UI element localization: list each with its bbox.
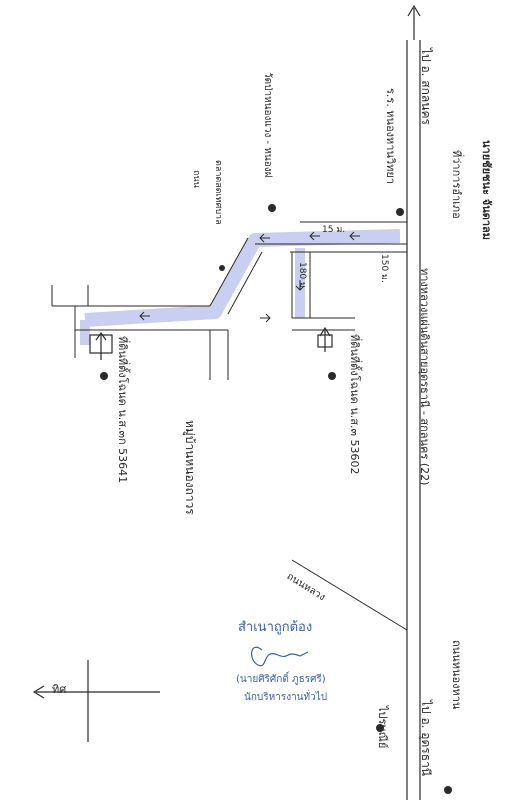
stamp-position: นักบริหารงานทั่วไป	[244, 692, 328, 703]
stamp-position-block: นักบริหารงานทั่วไป	[244, 690, 327, 705]
bottom-road: ถนนหนองหาน	[450, 640, 463, 710]
post-dot	[376, 724, 384, 732]
highway-top-dest: ไป อ. สกลนคร	[419, 48, 433, 125]
school-label: ร.ร. หนองหานวิทยา	[384, 88, 397, 185]
parcel-1-label: ที่ดินที่ตั้งโฉนด น.ส.๓ก 53641	[116, 336, 129, 484]
school-dot	[396, 208, 404, 216]
market-label: ตลาดสดเทศบาล	[213, 160, 223, 225]
market-dot	[219, 265, 225, 271]
temple-label: วัดป่าหนองแวง - หนองฝ	[262, 72, 273, 178]
stamp-name-block: (นายศิริศักดิ์ ภูธรศรี)	[236, 672, 326, 687]
north-label: ทิศ	[52, 683, 67, 696]
post-label: ไปรษณีย์	[376, 706, 389, 749]
stamp-title: สำเนาถูกต้อง	[238, 620, 313, 635]
signature	[251, 646, 309, 667]
parcel-2-label: ที่ดินที่ตั้งโฉนด น.ส.๓ 53602	[348, 334, 361, 475]
bottom-dot	[444, 786, 452, 794]
temple-dot	[268, 204, 276, 212]
parcel-2-dot	[328, 372, 336, 380]
highway-label: ทางหลวงแผ่นดินสายอุดรธานี - สกลนคร (22)	[418, 268, 431, 486]
dist-150: 150 ม.	[379, 254, 389, 283]
road-label: ถนน	[191, 170, 201, 188]
north-arrow	[32, 685, 45, 699]
district-name: นายชัยชนะ จันดาลม	[480, 140, 493, 241]
highway-bottom-dest: ไป อ. อุดรธานี	[419, 700, 433, 777]
top-arrow	[407, 4, 421, 17]
village-label: หมู่บ้านหนองถาวร	[183, 420, 197, 515]
dist-15: 15 ม.	[322, 225, 346, 235]
dist-180: 180 ม.	[297, 262, 307, 291]
certification-stamp: สำเนาถูกต้อง	[238, 616, 312, 637]
district-office: ที่ว่าการอำเภอ	[450, 150, 463, 219]
stamp-name: (นายศิริศักดิ์ ภูธรศรี)	[236, 674, 326, 685]
parcel-1-dot	[100, 372, 108, 380]
